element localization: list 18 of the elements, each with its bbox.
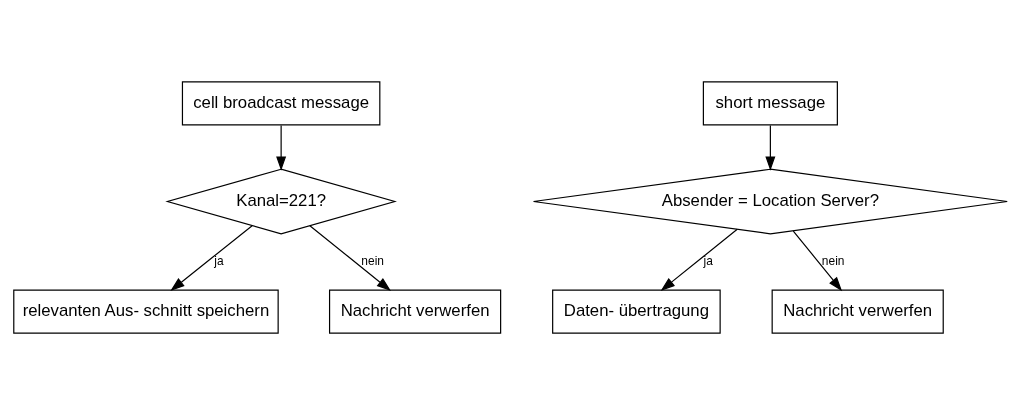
- arrow: [308, 224, 391, 291]
- arrow: [660, 228, 738, 291]
- arrow: [764, 124, 775, 171]
- edge-label: ja: [703, 253, 713, 268]
- node-diamond: Absender = Location Server?: [532, 168, 1008, 234]
- edge-label: nein: [821, 253, 844, 268]
- arrow: [169, 224, 253, 291]
- edge-label: ja: [213, 253, 224, 268]
- node-box: Nachricht verwerfen: [328, 288, 501, 334]
- node-box: Daten- übertragung: [551, 288, 721, 334]
- arrow: [792, 229, 842, 291]
- node-box: short message: [702, 80, 838, 126]
- edge-label: nein: [360, 253, 384, 268]
- node-box: cell broadcast message: [181, 80, 380, 126]
- node-diamond: Kanal=221?: [164, 168, 397, 234]
- arrow: [275, 124, 286, 171]
- node-box: Nachricht verwerfen: [771, 288, 944, 334]
- node-box: relevanten Aus- schnitt speichern: [12, 288, 279, 334]
